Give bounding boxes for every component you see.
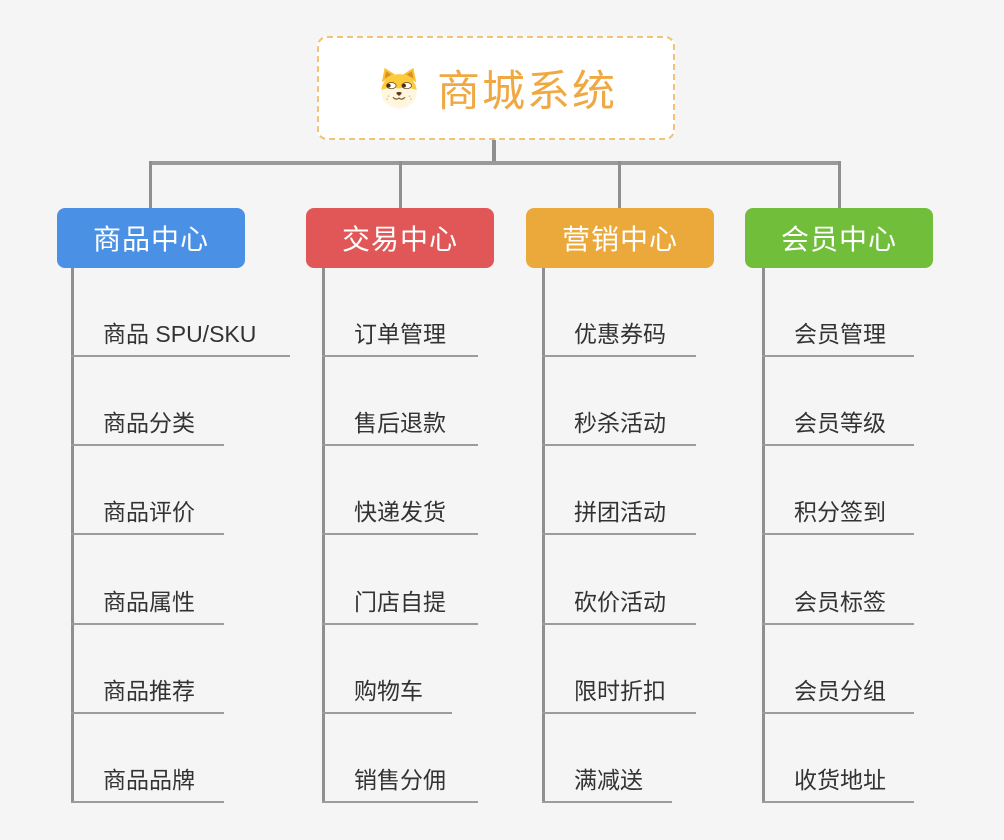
connector-drop-marketing (618, 161, 621, 208)
leaf-topic[interactable]: 商品品牌 (71, 765, 224, 803)
leaf-topic[interactable]: 商品评价 (71, 497, 224, 535)
leaf-topic[interactable]: 门店自提 (322, 587, 478, 625)
connector-drop-trade (399, 161, 402, 208)
connector-drop-product (149, 161, 152, 208)
leaf-topic[interactable]: 购物车 (322, 676, 452, 714)
leaf-topic[interactable]: 订单管理 (322, 319, 478, 357)
connector-horizontal (149, 161, 841, 165)
leaf-topic[interactable]: 会员等级 (762, 408, 914, 446)
connector-root-stub (492, 140, 496, 165)
connector-trunk-member (762, 268, 765, 803)
branch-product-center[interactable]: 商品中心 (57, 208, 245, 268)
leaf-topic[interactable]: 商品推荐 (71, 676, 224, 714)
branch-marketing-center[interactable]: 营销中心 (526, 208, 714, 268)
leaf-topic[interactable]: 会员标签 (762, 587, 914, 625)
root-node[interactable]: 商城系统 (317, 36, 675, 140)
leaf-topic[interactable]: 会员管理 (762, 319, 914, 357)
leaf-topic[interactable]: 积分签到 (762, 497, 914, 535)
connector-trunk-marketing (542, 268, 545, 803)
leaf-topic[interactable]: 优惠券码 (542, 319, 696, 357)
leaf-topic[interactable]: 满减送 (542, 765, 672, 803)
root-title: 商城系统 (437, 68, 617, 116)
leaf-topic[interactable]: 商品 SPU/SKU (71, 319, 290, 357)
leaf-topic[interactable]: 收货地址 (762, 765, 914, 803)
leaf-topic[interactable]: 砍价活动 (542, 587, 696, 625)
dog-face-icon (381, 67, 417, 109)
connector-trunk-product (71, 268, 74, 803)
branch-trade-center[interactable]: 交易中心 (306, 208, 494, 268)
leaf-topic[interactable]: 商品分类 (71, 408, 224, 446)
connector-trunk-trade (322, 268, 325, 803)
leaf-topic[interactable]: 售后退款 (322, 408, 478, 446)
leaf-topic[interactable]: 商品属性 (71, 587, 224, 625)
leaf-topic[interactable]: 秒杀活动 (542, 408, 696, 446)
leaf-topic[interactable]: 会员分组 (762, 676, 914, 714)
connector-drop-member (838, 161, 841, 208)
leaf-topic[interactable]: 限时折扣 (542, 676, 696, 714)
branch-member-center[interactable]: 会员中心 (745, 208, 933, 268)
leaf-topic[interactable]: 销售分佣 (322, 765, 478, 803)
leaf-topic[interactable]: 快递发货 (322, 497, 478, 535)
leaf-topic[interactable]: 拼团活动 (542, 497, 696, 535)
